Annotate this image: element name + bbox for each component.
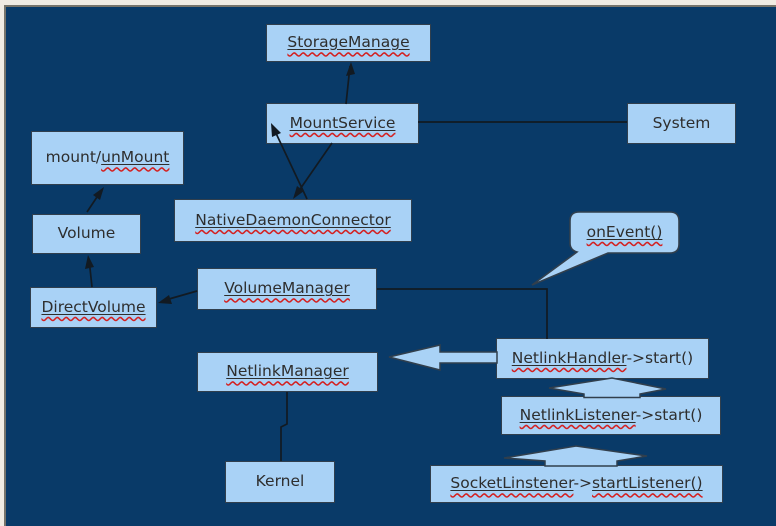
node-kernel: Kernel <box>225 461 335 503</box>
node-netlink-manager: NetlinkManager <box>197 352 378 392</box>
node-volume: Volume <box>32 214 141 254</box>
node-label: NetlinkHandler->start() <box>511 348 694 367</box>
node-socket-listener: SocketLinstener->startListener() <box>430 465 723 503</box>
node-label: Kernel <box>255 472 305 491</box>
node-label: StorageManage <box>287 33 410 52</box>
node-label: NetlinkManager <box>226 362 349 381</box>
node-mount-unmount: mount/unMount <box>31 131 184 185</box>
node-label: SocketLinstener->startListener() <box>450 474 703 493</box>
node-system: System <box>627 103 736 144</box>
callout-onevent: onEvent() <box>570 212 679 253</box>
node-label: Volume <box>57 224 116 243</box>
node-label: VolumeManager <box>224 279 350 298</box>
node-storage-manage: StorageManage <box>266 24 431 62</box>
node-label: MountService <box>289 113 396 132</box>
node-volume-manager: VolumeManager <box>197 268 377 310</box>
node-direct-volume: DirectVolume <box>30 287 157 328</box>
node-netlink-handler: NetlinkHandler->start() <box>496 338 709 379</box>
node-label: NetlinkListener->start() <box>519 405 703 424</box>
callout-label: onEvent() <box>586 222 663 241</box>
node-label: NativeDaemonConnector <box>195 210 391 229</box>
node-label: DirectVolume <box>41 297 146 316</box>
node-netlink-listener: NetlinkListener->start() <box>501 396 721 435</box>
node-label: mount/unMount <box>45 148 170 167</box>
diagram-canvas <box>4 5 776 526</box>
node-native-daemon-connector: NativeDaemonConnector <box>174 199 412 242</box>
node-label: System <box>652 113 711 132</box>
node-mount-service: MountService <box>266 103 419 144</box>
